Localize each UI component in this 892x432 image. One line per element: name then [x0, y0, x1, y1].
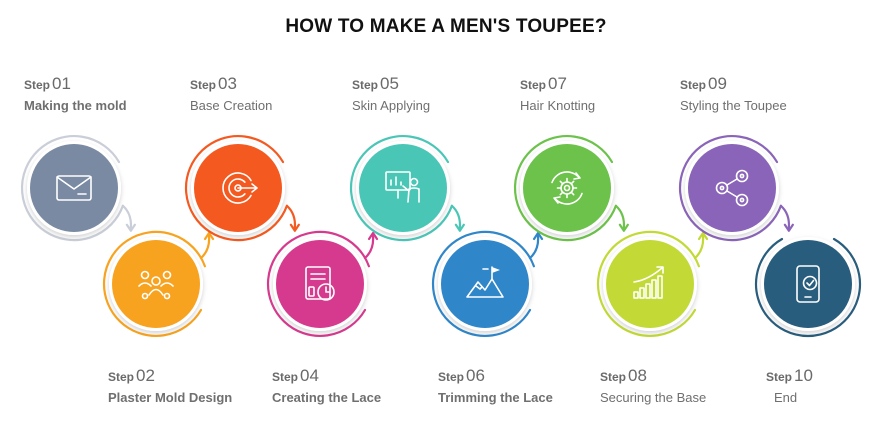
target-icon — [222, 172, 258, 204]
step-name: Styling the Toupee — [680, 98, 787, 113]
connector-line — [285, 204, 297, 229]
connector-line — [528, 234, 540, 260]
step-ring — [431, 230, 535, 338]
step-number: 09 — [708, 74, 727, 93]
step-disc — [30, 144, 118, 232]
step-word: Step — [766, 370, 793, 384]
step-word: Step — [600, 370, 627, 384]
arrow-head-icon — [454, 223, 465, 232]
share-icon — [715, 169, 749, 207]
arrow-head-icon — [783, 223, 794, 232]
step-name: Trimming the Lace — [438, 390, 553, 405]
step-node-10 — [754, 237, 862, 338]
step-word: Step — [272, 370, 299, 384]
step-number: 08 — [628, 366, 647, 385]
step-number: 02 — [136, 366, 155, 385]
step-name: Plaster Mold Design — [108, 390, 233, 405]
step-word: Step — [438, 370, 465, 384]
connector-line — [614, 204, 626, 229]
step-ring — [513, 134, 617, 242]
arrow-head-icon — [203, 231, 215, 241]
presentation-icon — [385, 171, 420, 203]
step-ring — [754, 237, 862, 338]
step-ring — [266, 230, 370, 338]
document-clock-icon — [305, 266, 335, 301]
mountain-flag-icon — [466, 266, 504, 298]
step-disc — [523, 144, 611, 232]
page-title: HOW TO MAKE A MEN'S TOUPEE? — [285, 16, 607, 37]
step-node-09 — [678, 134, 794, 242]
step-name: Hair Knotting — [520, 98, 596, 113]
step-number: 07 — [548, 74, 567, 93]
arrow-head-icon — [697, 231, 709, 241]
step-word: Step — [352, 78, 379, 92]
envelope-icon — [56, 175, 92, 201]
step-word: Step — [680, 78, 707, 92]
arrow-head-icon — [289, 223, 300, 232]
arrow-head-icon — [532, 231, 544, 241]
growth-chart-icon — [633, 266, 664, 299]
arrow-head-icon — [367, 231, 379, 241]
step-disc — [688, 144, 776, 232]
arrow-head-icon — [618, 223, 629, 232]
step-number: 01 — [52, 74, 71, 93]
step-word: Step — [190, 78, 217, 92]
step-ring — [678, 134, 782, 242]
connector-line — [693, 234, 705, 260]
step-number: 06 — [466, 366, 485, 385]
step-node-02 — [102, 230, 215, 338]
step-number: 03 — [218, 74, 237, 93]
step-number: 04 — [300, 366, 319, 385]
step-node-03 — [184, 134, 300, 242]
step-word: Step — [24, 78, 51, 92]
step-node-01 — [20, 134, 136, 242]
step-ring — [102, 230, 206, 338]
step-ring — [349, 134, 453, 242]
step-node-08 — [596, 230, 709, 338]
step-number: 05 — [380, 74, 399, 93]
step-name: Creating the Lace — [272, 390, 382, 405]
step-disc — [276, 240, 364, 328]
arrow-head-icon — [125, 223, 136, 232]
step-node-06 — [431, 230, 544, 338]
step-name: Securing the Base — [600, 390, 707, 405]
connector-line — [121, 204, 133, 229]
step-disc — [359, 144, 447, 232]
gear-cycle-icon — [551, 171, 583, 205]
step-disc — [112, 240, 200, 328]
step-name: Skin Applying — [352, 98, 431, 113]
connector-line — [450, 204, 462, 229]
connector-line — [199, 234, 211, 260]
team-icon — [138, 270, 174, 300]
connector-line — [363, 234, 375, 260]
connector-line — [779, 204, 791, 229]
step-node-05 — [349, 134, 465, 242]
step-ring — [20, 134, 124, 242]
mobile-check-icon — [796, 265, 820, 303]
step-disc — [441, 240, 529, 328]
step-ring — [184, 134, 288, 242]
step-ring — [596, 230, 700, 338]
step-node-07 — [513, 134, 629, 242]
step-name: Base Creation — [190, 98, 273, 113]
step-word: Step — [108, 370, 135, 384]
step-name: Making the mold — [24, 98, 127, 113]
step-name: End — [774, 390, 798, 405]
step-node-04 — [266, 230, 379, 338]
step-word: Step — [520, 78, 547, 92]
step-number: 10 — [794, 366, 813, 385]
